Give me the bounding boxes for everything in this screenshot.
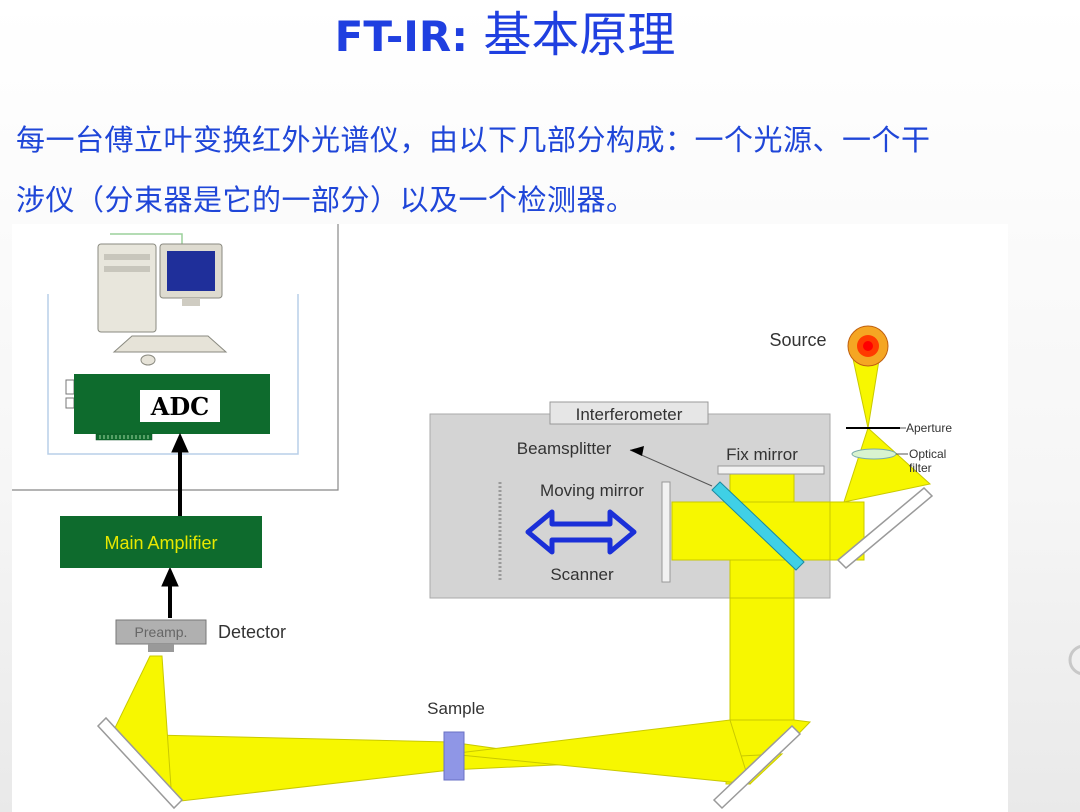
slide-title: FT-IR: 基本原理 xyxy=(0,4,1010,68)
fix-mirror xyxy=(717,465,825,475)
arrow-up-to-adc xyxy=(171,432,189,453)
title-cjk: 基本原理 xyxy=(483,7,676,63)
left-lower-mirror xyxy=(96,716,184,810)
preamp-label: Preamp. xyxy=(135,624,188,640)
ftir-diagram: ADC Main Amplifier xyxy=(12,224,1008,812)
sample: Sample xyxy=(427,699,485,781)
optical-filter xyxy=(851,448,897,460)
detector-assembly: Preamp. Detector xyxy=(115,619,286,652)
optical-filter-label-2: filter xyxy=(909,461,932,475)
beamsplitter-label: Beamsplitter xyxy=(517,439,612,458)
adc-label: ADC xyxy=(150,392,210,421)
intro-text: 每一台傅立叶变换红外光谱仪，由以下几部分构成：一个光源、一个干 涉仪（分束器是它… xyxy=(16,110,1076,230)
aperture-and-filter: Aperture Optical filter xyxy=(846,421,952,475)
optical-filter-label-1: Optical xyxy=(909,447,946,461)
mirrors xyxy=(96,486,934,810)
arrow-up-to-amplifier xyxy=(161,566,179,587)
computer-frame xyxy=(12,224,339,491)
beamsplitter-pointer-icon xyxy=(630,446,644,456)
desktop-computer-icon xyxy=(97,243,228,366)
interferometer: Interferometer Fix mirror Moving mirror … xyxy=(429,401,831,599)
title-latin: FT-IR: xyxy=(334,12,469,61)
signal-arrows xyxy=(161,432,189,618)
adc-board: ADC xyxy=(65,374,270,441)
fix-mirror-label: Fix mirror xyxy=(726,445,798,464)
intro-line-1: 每一台傅立叶变换红外光谱仪，由以下几部分构成：一个光源、一个干 xyxy=(16,123,931,157)
detector-label: Detector xyxy=(218,622,286,642)
beam-aperture-to-mirror xyxy=(843,427,932,503)
aperture-label: Aperture xyxy=(906,421,952,435)
beam-to-sample-fill xyxy=(449,719,751,785)
right-lower-mirror xyxy=(712,724,802,810)
main-amplifier-label: Main Amplifier xyxy=(104,533,217,553)
moving-mirror-label: Moving mirror xyxy=(540,481,644,500)
source-label: Source xyxy=(769,330,826,350)
source-mirror xyxy=(836,486,934,570)
scanner-label: Scanner xyxy=(550,565,614,584)
slide-decoration-icon xyxy=(1068,645,1080,675)
ftir-diagram-svg: ADC Main Amplifier xyxy=(12,224,952,810)
beamsplitter xyxy=(711,481,805,571)
moving-mirror xyxy=(661,481,671,583)
sample-label: Sample xyxy=(427,699,485,718)
double-arrow-icon xyxy=(525,509,637,555)
light-source-icon: Source xyxy=(769,325,889,367)
interferometer-label: Interferometer xyxy=(576,405,683,424)
intro-line-2: 涉仪（分束器是它的一部分）以及一个检测器。 xyxy=(16,183,636,217)
main-amplifier: Main Amplifier xyxy=(60,516,262,568)
